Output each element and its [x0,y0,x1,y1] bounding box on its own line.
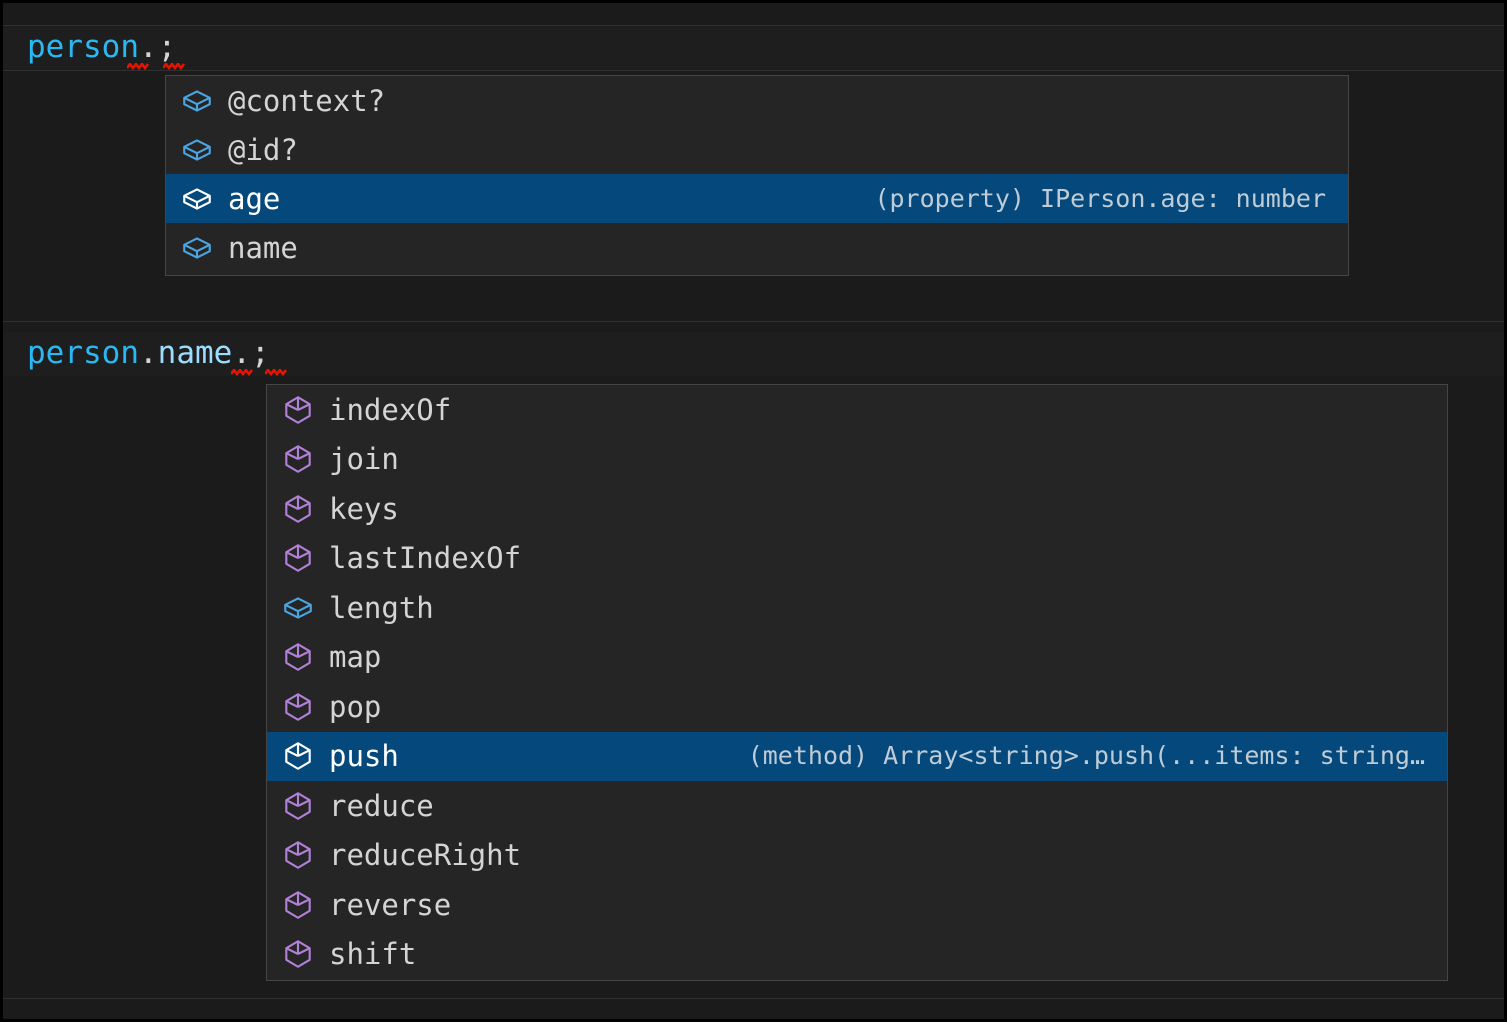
suggest-item-id[interactable]: @id? [166,125,1348,174]
suggest-item-label: length [329,590,434,625]
suggest-item-label: name [228,230,298,265]
suggest-item-label: reduce [329,788,434,823]
method-cube-icon [285,791,311,820]
method-cube-icon [285,742,311,771]
code-token-semicolon: ; [250,335,270,371]
suggest-item-label: push [329,739,399,774]
suggest-item-shift[interactable]: shift [267,930,1447,980]
error-squiggle [127,63,149,70]
error-squiggle [231,369,253,376]
suggest-widget-array[interactable]: indexOf join keys [266,384,1448,981]
editor-top [3,26,1504,70]
suggest-widget-person[interactable]: @context? @id? age [165,75,1349,276]
method-cube-icon [285,841,311,870]
property-cube-icon [183,138,211,161]
suggest-item-map[interactable]: map [267,633,1447,683]
suggest-item-indexof[interactable]: indexOf [267,385,1447,435]
suggest-item-length[interactable]: length [267,583,1447,633]
editor-bottom [3,332,1504,376]
method-cube-icon [285,395,311,424]
suggest-item-detail: (method) Array<string>.push(...items: st… [747,741,1425,771]
suggest-item-label: join [329,442,399,477]
suggest-item-label: shift [329,937,417,972]
suggest-item-label: reduceRight [329,838,522,873]
code-token-variable: person [27,335,139,371]
method-cube-icon [285,544,311,573]
code-token-dot: . [138,335,158,371]
suggest-item-label: map [329,640,382,675]
code-token-dot: . [232,335,251,371]
suggest-item-reduceright[interactable]: reduceRight [267,831,1447,881]
divider-rule [3,70,1504,71]
suggest-item-label: indexOf [329,392,452,427]
suggest-item-label: keys [329,491,399,526]
code-line-bottom[interactable]: person.name.; [27,332,270,374]
suggest-item-lastindexof[interactable]: lastIndexOf [267,534,1447,584]
method-cube-icon [285,643,311,672]
suggest-item-detail: (property) IPerson.age: number [874,183,1326,213]
method-cube-icon [285,940,311,969]
suggest-item-name[interactable]: name [166,223,1348,272]
suggest-item-label: @context? [228,83,386,118]
code-token-semicolon: ; [157,29,177,65]
error-squiggle [265,369,287,376]
code-token-dot: . [138,29,158,65]
property-cube-icon [284,597,312,619]
suggest-item-reverse[interactable]: reverse [267,880,1447,930]
code-token-variable: person [27,29,139,65]
suggest-item-label: lastIndexOf [329,541,522,576]
suggest-item-context[interactable]: @context? [166,76,1348,125]
method-cube-icon [285,692,311,721]
suggest-item-label: @id? [228,132,298,167]
property-cube-icon [183,236,211,259]
suggest-item-label: age [228,181,281,216]
property-cube-icon [183,89,211,112]
method-cube-icon [285,445,311,474]
suggest-item-join[interactable]: join [267,435,1447,485]
suggest-item-push[interactable]: push (method) Array<string>.push(...item… [267,731,1447,781]
property-cube-icon [183,187,211,210]
suggest-item-label: reverse [329,887,452,922]
code-line-top[interactable]: person.; [27,26,176,68]
suggest-item-pop[interactable]: pop [267,682,1447,732]
suggest-item-keys[interactable]: keys [267,484,1447,534]
divider-rule [3,998,1504,999]
error-squiggle [163,63,185,70]
divider-rule [3,321,1504,322]
suggest-item-age[interactable]: age (property) IPerson.age: number [166,174,1348,223]
divider-rule [3,25,1504,26]
suggest-item-label: pop [329,689,382,724]
code-token-property: name [157,335,233,371]
suggest-item-reduce[interactable]: reduce [267,781,1447,831]
method-cube-icon [285,890,311,919]
method-cube-icon [285,494,311,523]
